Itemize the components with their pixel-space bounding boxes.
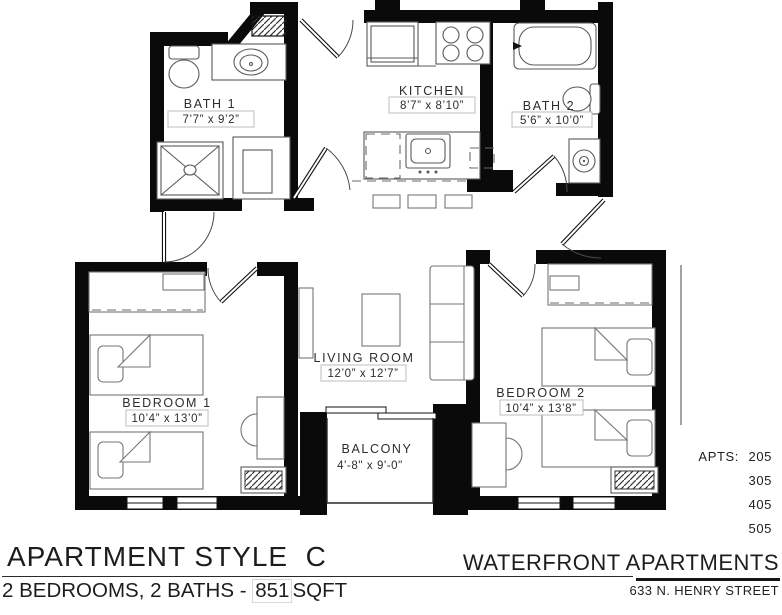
balcony-dims: 4'-8" x 9'-0" bbox=[337, 460, 403, 472]
wall-chase-hatch bbox=[251, 15, 287, 37]
bath2-dims: 5’6” x 10’0” bbox=[520, 115, 584, 127]
apts-list: APTS: 205 305 405 505 bbox=[698, 449, 773, 536]
sqft-value: 851 bbox=[252, 579, 293, 603]
bath1-vanity-sink bbox=[211, 43, 287, 81]
apartment-style-title: APARTMENT STYLE C bbox=[7, 541, 327, 572]
bedroom2-desk-chair bbox=[471, 422, 523, 488]
bath1-shower bbox=[156, 141, 224, 200]
bedroom2-bed-b bbox=[541, 408, 656, 468]
windows bbox=[126, 496, 616, 510]
entry-door bbox=[299, 18, 354, 59]
title-rule-right bbox=[636, 578, 780, 581]
kitchen-stove bbox=[435, 21, 491, 65]
kitchen-dim-box bbox=[388, 96, 476, 114]
apt-number-405: 405 bbox=[749, 497, 773, 512]
room-labels: BATH 1 7’7” x 9’2” KITCHEN 8’7” x 8’10” … bbox=[122, 84, 593, 472]
property-name: WATERFRONT APARTMENTS bbox=[462, 550, 779, 575]
vestibule-door bbox=[560, 198, 606, 259]
title-rule-left bbox=[2, 576, 633, 577]
bedroom1-desk-chair bbox=[240, 396, 285, 460]
apt-number-205: 205 bbox=[749, 449, 773, 464]
title-block: APARTMENT STYLE C 2 BEDROOMS, 2 BATHS - … bbox=[0, 540, 782, 615]
tv-stand bbox=[298, 287, 314, 359]
sofa bbox=[429, 265, 475, 381]
bedroom1-bed-a bbox=[89, 333, 204, 396]
bedroom2-label: BEDROOM 2 bbox=[496, 386, 585, 400]
property-address: 633 N. HENRY STREET bbox=[629, 583, 779, 598]
balcony-sliding-door bbox=[325, 406, 437, 420]
bath1-dim-box bbox=[167, 110, 255, 128]
living-room-label: LIVING ROOM bbox=[314, 351, 415, 365]
bath1-toilet bbox=[168, 45, 200, 89]
floorplan-drawing: BATH 1 7’7” x 9’2” KITCHEN 8’7” x 8’10” … bbox=[75, 0, 773, 536]
living-room-dims: 12’0” x 12’7” bbox=[327, 368, 398, 380]
bedroom2-dim-box bbox=[499, 399, 584, 416]
coffee-table bbox=[361, 293, 401, 347]
bedroom2-heater bbox=[610, 466, 659, 494]
kitchen-island-sink bbox=[363, 131, 481, 180]
bar-stools bbox=[372, 194, 473, 209]
kitchen-fridge bbox=[366, 21, 419, 67]
bath2-tub bbox=[513, 22, 597, 70]
hall-closet-door bbox=[292, 146, 351, 200]
bath2-dim-box bbox=[511, 111, 593, 128]
bedroom1-door bbox=[207, 266, 259, 304]
bedroom1-heater bbox=[240, 466, 287, 494]
bath1-door bbox=[161, 211, 215, 263]
bedroom1-dims: 10’4” x 13’0” bbox=[131, 413, 202, 425]
bedroom1-dim-box bbox=[125, 409, 209, 427]
bath2-label: BATH 2 bbox=[523, 99, 575, 113]
sqft-suffix: SQFT bbox=[292, 579, 348, 602]
bedroom1-label: BEDROOM 1 bbox=[122, 396, 211, 410]
balcony-label: BALCONY bbox=[342, 442, 413, 456]
bath1-label: BATH 1 bbox=[184, 97, 236, 111]
bath2-door bbox=[512, 154, 568, 194]
bath2-washer bbox=[568, 138, 601, 184]
bath2-toilet bbox=[562, 83, 601, 115]
living-room-dim-box bbox=[320, 364, 407, 382]
apts-label: APTS: bbox=[698, 449, 739, 464]
bedroom2-closet bbox=[547, 263, 653, 306]
bedroom2-bed-a bbox=[541, 326, 656, 387]
kitchen-upper-cabinets-dashed bbox=[352, 133, 495, 182]
kitchen-dims: 8’7” x 8’10” bbox=[400, 100, 464, 112]
apt-number-505: 505 bbox=[749, 521, 773, 536]
bedroom1-closet bbox=[88, 271, 206, 313]
apt-number-305: 305 bbox=[749, 473, 773, 488]
bedroom2-door bbox=[487, 262, 536, 298]
bedroom2-dims: 10’4” x 13’8” bbox=[505, 403, 576, 415]
balcony-outline bbox=[326, 265, 682, 504]
kitchen-label: KITCHEN bbox=[399, 84, 465, 98]
specs-prefix: 2 BEDROOMS, 2 BATHS - bbox=[2, 579, 253, 602]
bath1-linen-closet bbox=[232, 136, 291, 200]
bedroom1-bed-b bbox=[89, 430, 204, 490]
bath1-dims: 7’7” x 9’2” bbox=[182, 114, 239, 126]
